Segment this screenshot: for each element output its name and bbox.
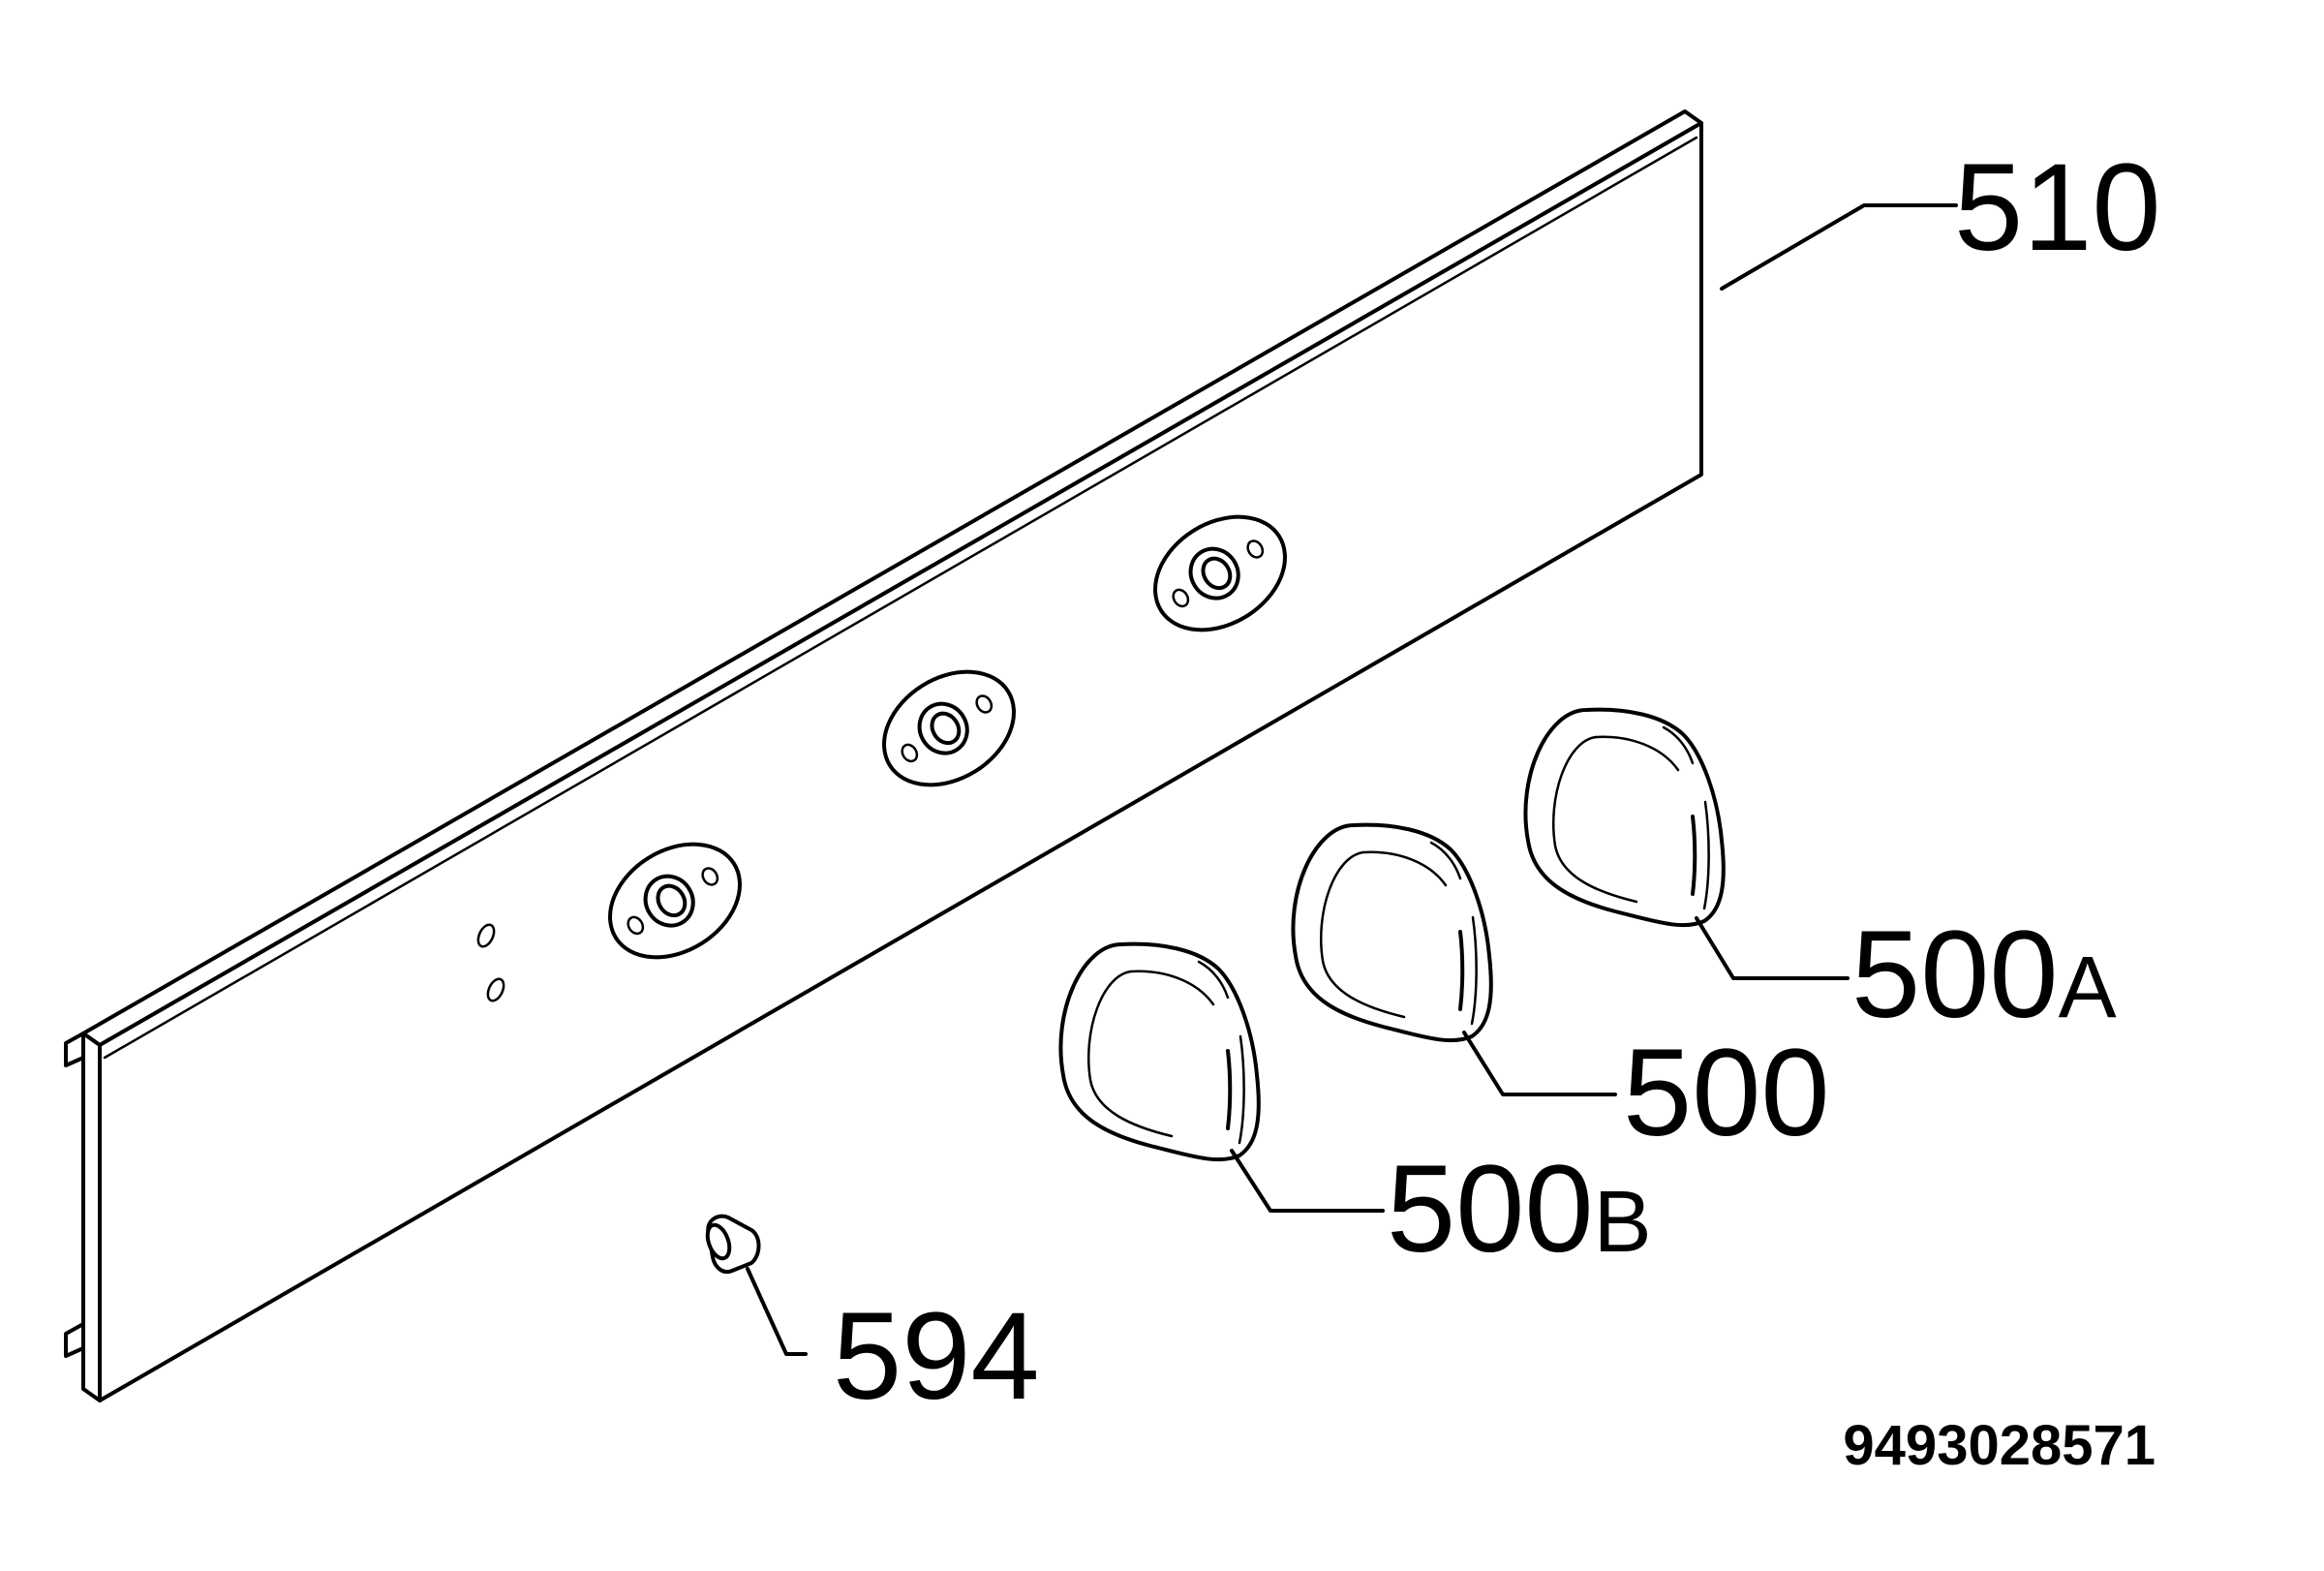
callout-594: 594	[833, 1287, 1040, 1426]
leader-500a	[1695, 916, 1850, 980]
control-panel	[64, 109, 1703, 1402]
leader-lines	[746, 203, 1958, 1356]
panel-rear-clips	[64, 1032, 85, 1358]
escutcheon-1	[608, 842, 742, 960]
plug-594	[705, 1214, 761, 1274]
knob-500	[1291, 822, 1493, 1043]
callout-500b: 500B	[1387, 1140, 1652, 1278]
callout-500a: 500A	[1851, 906, 2117, 1044]
escutcheon-2	[882, 669, 1016, 787]
leader-594	[746, 1267, 808, 1356]
callout-510: 510	[1954, 139, 2161, 277]
leader-500b	[1230, 1149, 1385, 1213]
leader-510	[1720, 203, 1958, 291]
callout-500: 500	[1623, 1024, 1830, 1162]
leader-500	[1462, 1031, 1617, 1096]
indicator-holes	[476, 923, 505, 1002]
knob-500b	[1058, 941, 1261, 1162]
panel-edge-highlight	[103, 136, 1698, 1060]
escutcheon-3	[1153, 514, 1287, 632]
panel-end-face	[81, 1032, 102, 1402]
knob-500a	[1523, 707, 1726, 928]
document-number: 9493028571	[1843, 1414, 2156, 1477]
